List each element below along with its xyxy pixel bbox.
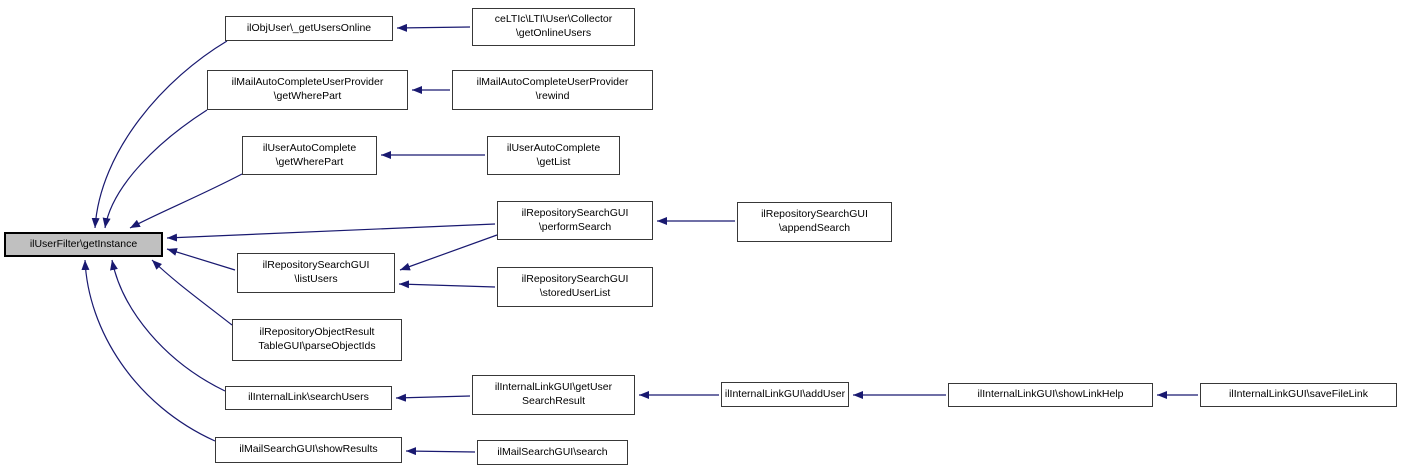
node-label: TableGUI\parseObjectIds — [258, 340, 376, 352]
node-label: ilInternalLink\searchUsers — [248, 391, 369, 404]
node-label: ilInternalLinkGUI\getUser — [494, 381, 613, 394]
node-label: ilMailAutoCompleteUserProvider — [476, 76, 629, 89]
node-label: ilMailSearchGUI\search — [497, 445, 608, 458]
node-label: ilRepositorySearchGUI — [521, 206, 629, 219]
node-performSearch[interactable]: ilRepositorySearchGUI\performSearch — [497, 201, 653, 240]
edge-mailSearch-to-showResults — [405, 447, 476, 456]
node-label: \storedUserList — [539, 287, 611, 299]
edge-listUsers-to-getInstance — [166, 248, 236, 271]
node-appendSearch[interactable]: ilRepositorySearchGUI\appendSearch — [737, 202, 892, 242]
edge-getUserSearchResult-to-searchUsers — [395, 393, 471, 402]
node-label: \getWherePart — [273, 90, 342, 102]
edge-showResults-to-getInstance — [81, 259, 216, 442]
node-label: \listUsers — [294, 273, 338, 285]
node-userGetWherePart[interactable]: ilUserAutoComplete\getWherePart — [242, 136, 377, 175]
node-label: ilInternalLinkGUI\addUser — [724, 387, 846, 400]
node-label: ilMailAutoCompleteUserProvider — [231, 76, 384, 89]
edge-getOnlineUsers-to-getUsersOnline — [396, 23, 471, 32]
node-storedUserList[interactable]: ilRepositorySearchGUI\storedUserList — [497, 267, 653, 307]
node-label: \rewind — [535, 90, 570, 102]
node-label: ilRepositoryObjectResult — [259, 326, 375, 339]
node-label: ilInternalLinkGUI\showLinkHelp — [977, 388, 1124, 401]
node-saveFileLink[interactable]: ilInternalLinkGUI\saveFileLink — [1200, 383, 1397, 407]
node-showResults[interactable]: ilMailSearchGUI\showResults — [215, 437, 402, 463]
edge-parseObjectIds-to-getInstance — [151, 259, 233, 326]
node-label: ilMailSearchGUI\showResults — [239, 443, 378, 456]
node-getInstance: ilUserFilter\getInstance — [4, 232, 163, 257]
node-listUsers[interactable]: ilRepositorySearchGUI\listUsers — [237, 253, 395, 293]
node-userGetList[interactable]: ilUserAutoComplete\getList — [487, 136, 620, 175]
node-showLinkHelp[interactable]: ilInternalLinkGUI\showLinkHelp — [948, 383, 1153, 407]
edge-userGetWherePart-to-getInstance — [129, 173, 243, 229]
node-label: ilInternalLinkGUI\saveFileLink — [1229, 388, 1368, 401]
node-label: ilObjUser\_getUsersOnline — [246, 21, 372, 34]
node-label: ceLTIc\LTI\User\Collector — [494, 13, 613, 26]
edge-performSearch-to-getInstance — [166, 223, 496, 242]
node-searchUsers[interactable]: ilInternalLink\searchUsers — [225, 386, 392, 410]
edge-mailGetWherePart-to-getInstance — [102, 109, 208, 229]
node-label: ilRepositorySearchGUI — [521, 273, 629, 286]
node-label: ilUserAutoComplete — [262, 141, 357, 154]
node-label: \getWherePart — [275, 155, 344, 168]
edge-performSearch-to-listUsers — [399, 234, 498, 271]
node-getUsersOnline[interactable]: ilObjUser\_getUsersOnline — [225, 16, 393, 41]
node-label: \getOnlineUsers — [515, 27, 592, 39]
node-mailSearch[interactable]: ilMailSearchGUI\search — [477, 440, 628, 465]
edge-searchUsers-to-getInstance — [110, 259, 226, 392]
node-label: ilRepositorySearchGUI — [262, 259, 370, 272]
node-label: SearchResult — [521, 395, 586, 407]
node-mailGetWherePart[interactable]: ilMailAutoCompleteUserProvider\getWhereP… — [207, 70, 408, 110]
node-getOnlineUsers[interactable]: ceLTIc\LTI\User\Collector\getOnlineUsers — [472, 8, 635, 46]
node-label: ilUserFilter\getInstance — [29, 237, 138, 250]
node-addUser[interactable]: ilInternalLinkGUI\addUser — [721, 382, 849, 407]
node-label: ilUserAutoComplete — [506, 141, 601, 154]
edge-getUsersOnline-to-getInstance — [91, 40, 228, 229]
node-label: \getList — [536, 155, 571, 168]
node-mailRewind[interactable]: ilMailAutoCompleteUserProvider\rewind — [452, 70, 653, 110]
node-label: \performSearch — [538, 220, 612, 233]
node-label: \appendSearch — [778, 222, 851, 234]
edge-storedUserList-to-listUsers — [398, 280, 496, 289]
node-label: ilRepositorySearchGUI — [761, 208, 868, 221]
